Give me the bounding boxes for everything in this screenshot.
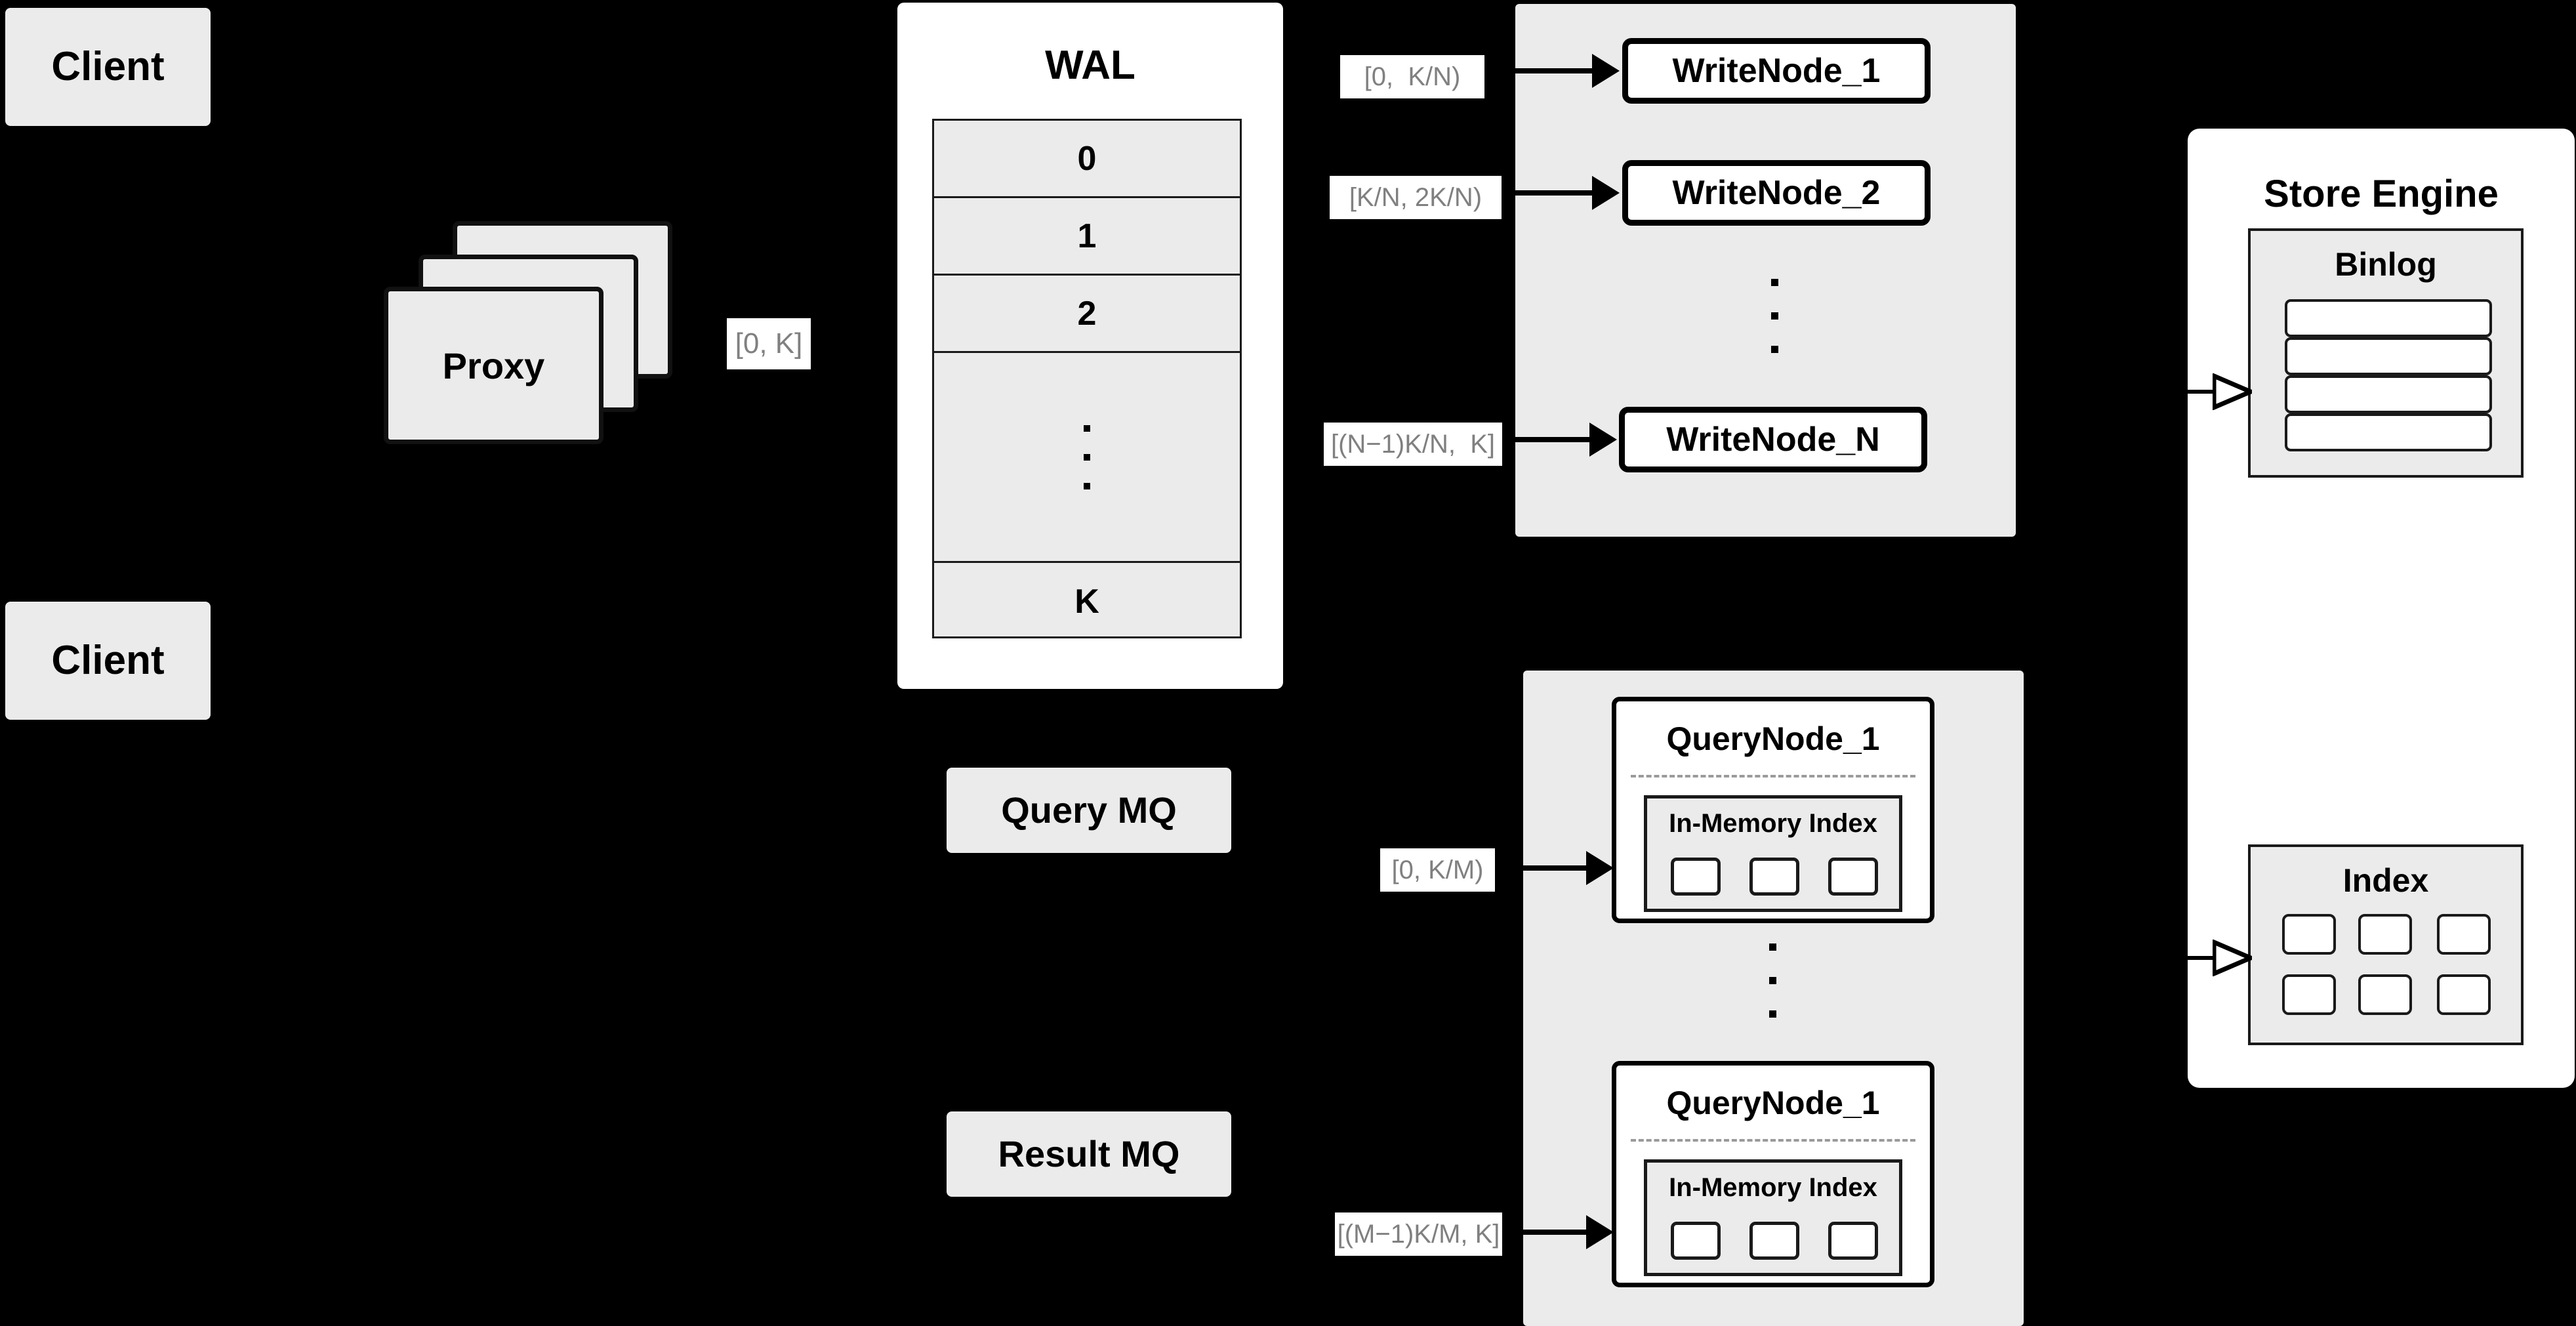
write-node-n-range-label: [(N−1)K/N, K] (1324, 423, 1502, 466)
write-node-1[interactable]: WriteNode_1 (1622, 38, 1931, 104)
query-node-1-range-label: [0, K/M) (1380, 848, 1495, 892)
query-node-1-title: QueryNode_1 (1666, 720, 1880, 757)
index-chip[interactable] (1749, 858, 1799, 896)
query-mq-node[interactable]: Query MQ (947, 768, 1231, 853)
arrow-to-binlog (2188, 390, 2217, 394)
result-mq-label: Result MQ (998, 1133, 1180, 1175)
index-panel: Index (2248, 844, 2524, 1045)
in-memory-index-box-2: In-Memory Index (1644, 1159, 1902, 1276)
proxy-node[interactable]: Proxy (384, 287, 603, 444)
binlog-title: Binlog (2335, 246, 2437, 283)
arrow-head-write-node-1 (1592, 54, 1620, 88)
ellipsis-dot (1084, 453, 1090, 461)
query-node-1-separator (1631, 775, 1915, 777)
query-node-2[interactable]: QueryNode_1 In-Memory Index (1612, 1061, 1934, 1287)
store-engine-panel: Store Engine Binlog Index (2188, 129, 2575, 1088)
arrow-to-index (2188, 956, 2217, 960)
index-chip[interactable] (2358, 974, 2412, 1015)
query-cluster-ellipsis (1769, 943, 1776, 1018)
binlog-row[interactable] (2285, 413, 2492, 451)
index-chip[interactable] (1828, 1222, 1878, 1260)
wal-cell[interactable]: 0 (934, 121, 1240, 198)
binlog-row[interactable] (2285, 375, 2492, 413)
index-chip[interactable] (2437, 974, 2491, 1015)
binlog-row[interactable] (2285, 337, 2492, 375)
wal-cell-ellipsis (934, 353, 1240, 563)
in-memory-index-title-1: In-Memory Index (1669, 809, 1877, 838)
index-chip[interactable] (1749, 1222, 1799, 1260)
proxy-label: Proxy (442, 344, 545, 386)
ellipsis-dot (1084, 482, 1090, 489)
ellipsis-dot (1769, 977, 1776, 984)
ellipsis-dot (1771, 346, 1778, 353)
arrow-to-write-node-n (1512, 437, 1597, 442)
in-memory-index-title-2: In-Memory Index (1669, 1173, 1877, 1202)
client-node-bottom[interactable]: Client (5, 602, 211, 720)
index-chip[interactable] (1671, 1222, 1721, 1260)
query-node-2-separator (1631, 1139, 1915, 1142)
binlog-row[interactable] (2285, 299, 2492, 337)
index-chip[interactable] (1828, 858, 1878, 896)
wal-title: WAL (1045, 43, 1135, 88)
index-chip[interactable] (2358, 914, 2412, 955)
store-engine-title: Store Engine (2264, 173, 2499, 215)
write-node-1-range-label: [0, K/N) (1340, 55, 1484, 98)
arrow-head-write-node-2 (1592, 176, 1620, 210)
ellipsis-dot (1771, 279, 1778, 286)
index-chip[interactable] (1671, 858, 1721, 896)
write-node-2[interactable]: WriteNode_2 (1622, 160, 1931, 226)
proxy-output-range-label: [0, K] (727, 318, 811, 369)
write-node-2-range-label: [K/N, 2K/N) (1330, 176, 1502, 219)
arrow-to-write-node-1 (1515, 68, 1600, 73)
index-chip[interactable] (2437, 914, 2491, 955)
index-chip[interactable] (2282, 914, 2336, 955)
client-top-label: Client (51, 43, 165, 89)
ellipsis-dot (1084, 425, 1090, 432)
arrow-head-query-node-1 (1586, 851, 1614, 885)
arrow-head-hollow-binlog (2213, 373, 2252, 410)
client-node-top[interactable]: Client (5, 8, 211, 126)
index-chip[interactable] (2282, 974, 2336, 1015)
ellipsis-dot (1769, 1010, 1776, 1018)
query-node-2-title: QueryNode_1 (1666, 1085, 1880, 1121)
ellipsis-dot (1769, 943, 1776, 951)
write-node-2-label: WriteNode_2 (1672, 174, 1881, 212)
write-cluster-ellipsis (1771, 279, 1778, 353)
arrow-head-write-node-n (1589, 423, 1617, 457)
wal-cell[interactable]: K (1074, 583, 1099, 621)
ellipsis-dot (1771, 312, 1778, 320)
binlog-panel: Binlog (2248, 228, 2524, 478)
wal-cell[interactable]: 1 (934, 198, 1240, 276)
query-node-1[interactable]: QueryNode_1 In-Memory Index (1612, 697, 1934, 923)
arrow-to-query-node-1 (1509, 865, 1594, 871)
arrow-head-query-node-2 (1586, 1215, 1614, 1249)
write-node-n[interactable]: WriteNode_N (1619, 407, 1927, 472)
query-node-2-range-label: [(M−1)K/M, K] (1335, 1212, 1502, 1256)
write-node-n-label: WriteNode_N (1666, 421, 1880, 459)
arrow-to-query-node-2 (1509, 1230, 1594, 1235)
client-bottom-label: Client (51, 637, 165, 683)
arrow-to-write-node-2 (1515, 190, 1600, 196)
wal-cell[interactable]: 2 (934, 276, 1240, 353)
wal-panel: WAL 0 1 2 K (897, 3, 1283, 689)
in-memory-index-box-1: In-Memory Index (1644, 795, 1902, 912)
query-mq-label: Query MQ (1001, 789, 1177, 831)
index-title: Index (2342, 862, 2429, 899)
write-node-1-label: WriteNode_1 (1672, 52, 1881, 90)
result-mq-node[interactable]: Result MQ (947, 1111, 1231, 1197)
arrow-head-hollow-index (2213, 940, 2252, 976)
wal-entry-table: 0 1 2 K (932, 119, 1242, 638)
